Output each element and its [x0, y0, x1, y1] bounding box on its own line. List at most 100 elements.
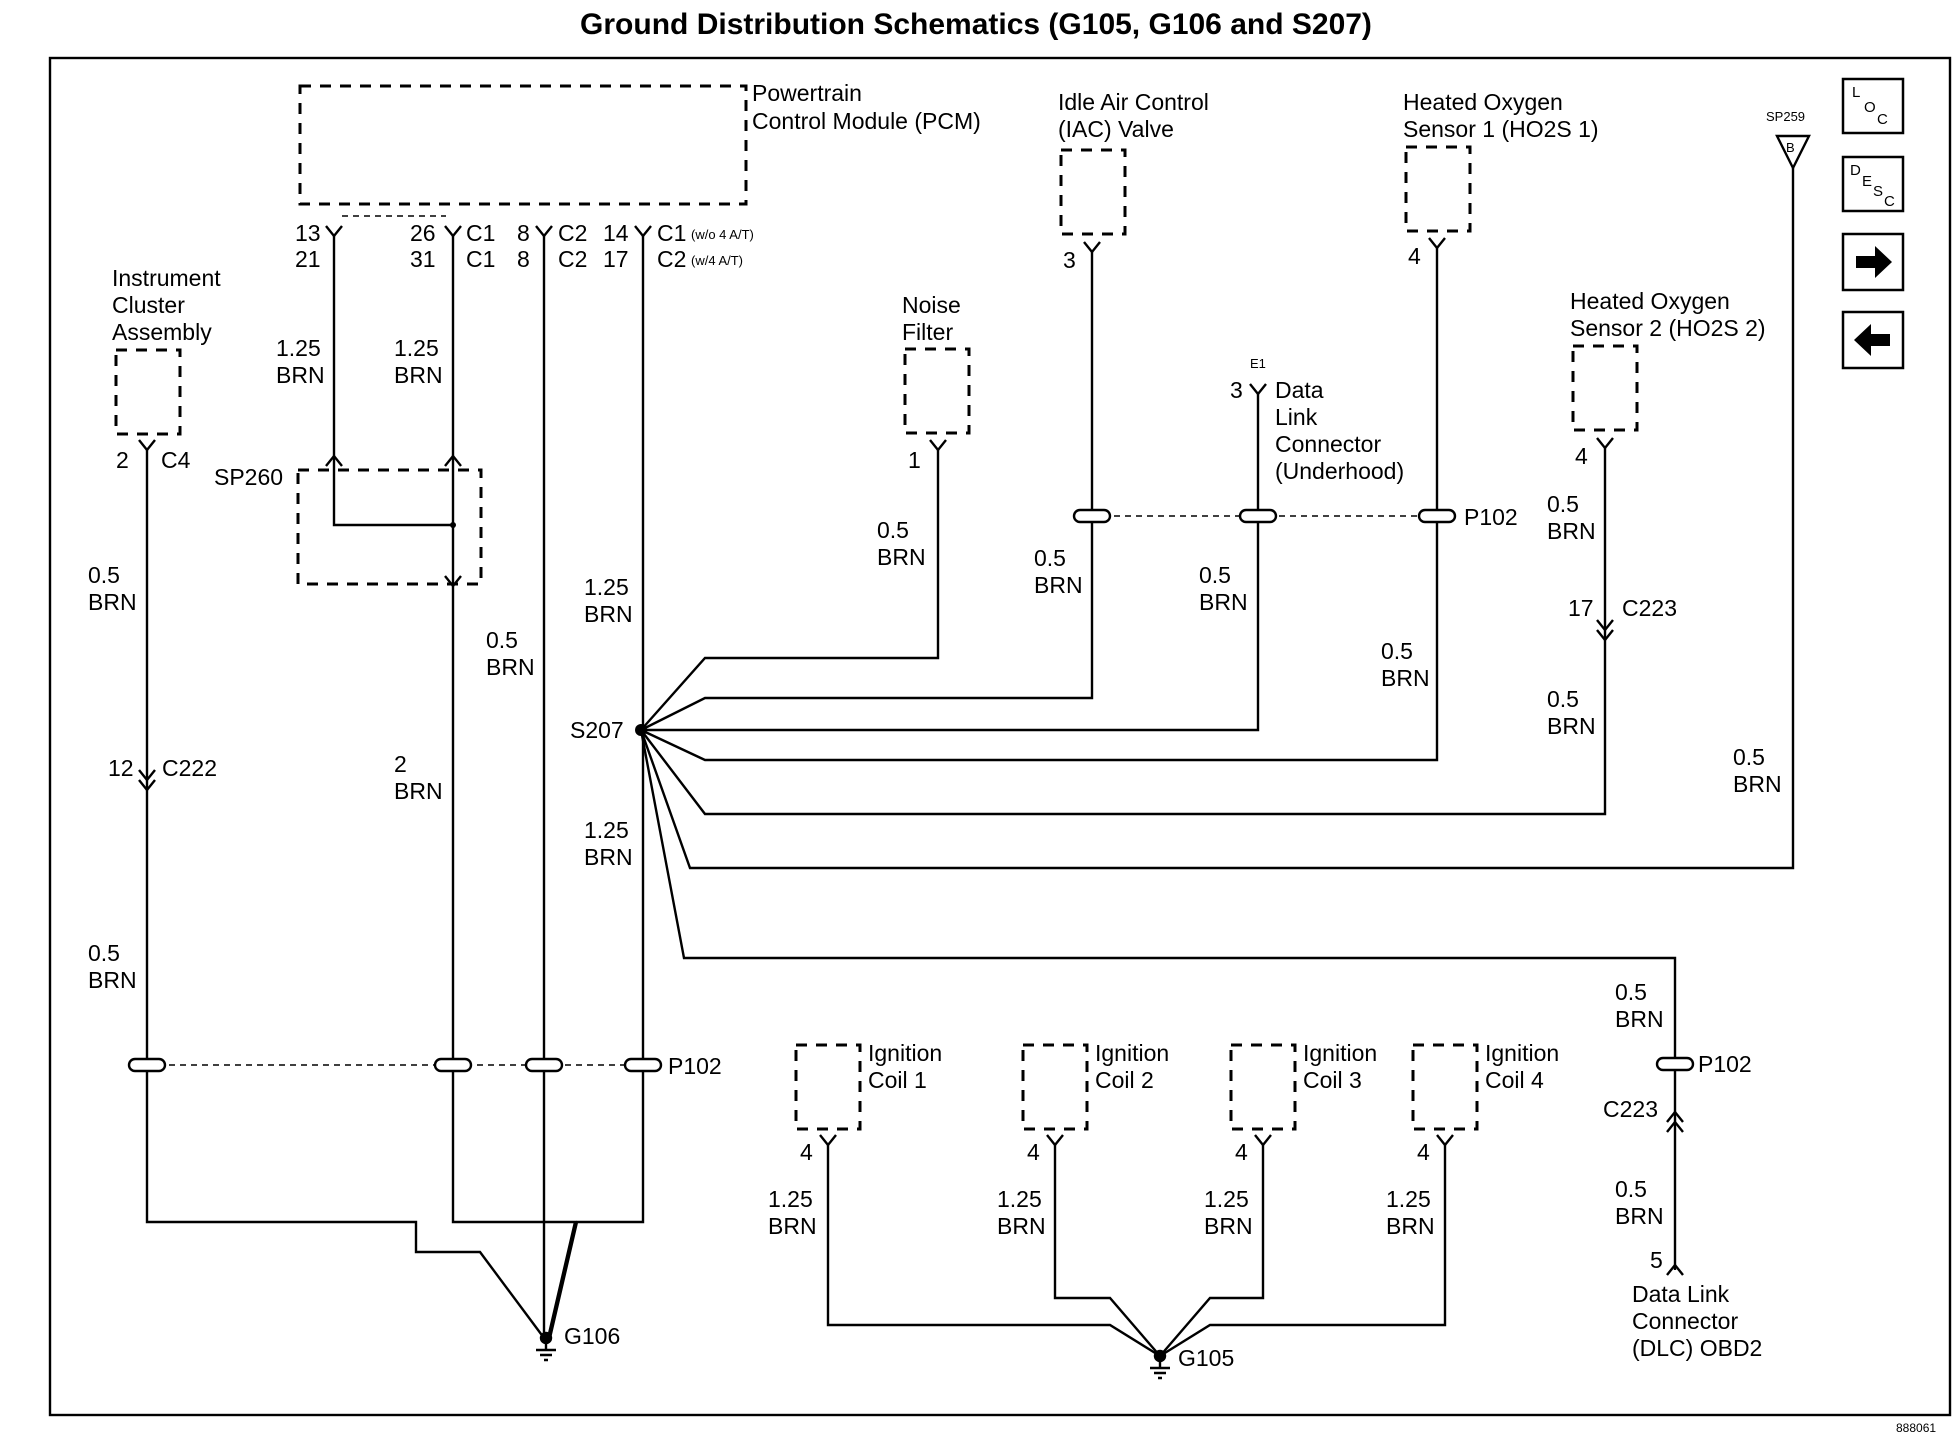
ignition-coil-2-box[interactable]	[1021, 1043, 1089, 1131]
coil4-pin: 4	[1417, 1139, 1430, 1165]
p102-ho2s1	[1417, 508, 1457, 524]
loc-letter-l: L	[1852, 84, 1860, 101]
pcm-conn-c2-b: C2	[558, 246, 587, 272]
color-iac: BRN	[1034, 572, 1083, 598]
iac-label-2: (IAC) Valve	[1058, 116, 1174, 142]
cluster-label-1: Instrument	[112, 265, 221, 291]
p102-dlc-underhood	[1238, 508, 1278, 524]
pcm-pin-17: 17	[603, 246, 629, 272]
gauge-coil4: 1.25	[1386, 1186, 1431, 1212]
wire-coil-1	[826, 1143, 1161, 1358]
noise-filter-box[interactable]	[903, 347, 971, 435]
noise-label-1: Noise	[902, 292, 961, 318]
coil2-label-1: Ignition	[1095, 1040, 1169, 1066]
wire-pcm-14-17	[548, 234, 645, 1339]
iac-pin: 3	[1063, 247, 1076, 273]
ignition-coil-4-box[interactable]	[1411, 1043, 1479, 1131]
gauge-cluster-b: 0.5	[88, 940, 120, 966]
color-coil2: BRN	[997, 1213, 1046, 1239]
gauge-ho2s1: 0.5	[1381, 638, 1413, 664]
location-button[interactable]: L O C	[1841, 77, 1905, 135]
dlc-label-3: (DLC) OBD2	[1632, 1335, 1762, 1361]
iac-label-1: Idle Air Control	[1058, 89, 1209, 115]
color-cluster-b: BRN	[88, 967, 137, 993]
gauge-cluster-a: 0.5	[88, 562, 120, 588]
coil1-label-2: Coil 1	[868, 1067, 927, 1093]
gauge-pcm26: 1.25	[394, 335, 439, 361]
cluster-label-3: Assembly	[112, 319, 212, 345]
ho2s2-box[interactable]	[1571, 344, 1639, 432]
c223-label: C223	[1622, 595, 1677, 621]
p102-label-lower: P102	[668, 1053, 722, 1079]
noise-pin: 1	[908, 447, 921, 473]
gauge-s207-out: 1.25	[584, 817, 629, 843]
dlc-label-1: Data Link	[1632, 1281, 1730, 1307]
dlc-underhood-pin: 3	[1230, 377, 1243, 403]
cluster-pin: 2	[116, 447, 129, 473]
gauge-sp259: 0.5	[1733, 744, 1765, 770]
sp260-label: SP260	[214, 464, 283, 490]
ho2s2-label-2: Sensor 2 (HO2S 2)	[1570, 315, 1766, 341]
coil3-pin: 4	[1235, 1139, 1248, 1165]
g106-ground-icon	[536, 1343, 556, 1362]
terminal-coil-4	[1436, 1134, 1454, 1147]
next-page-button[interactable]	[1841, 232, 1905, 292]
cluster-label-2: Cluster	[112, 292, 185, 318]
instrument-cluster-box[interactable]	[114, 348, 182, 436]
p102-cluster	[127, 1057, 167, 1073]
pcm-pin-8b: 8	[517, 246, 530, 272]
terminal-coil-1	[819, 1134, 837, 1147]
p102-pcm-8	[524, 1057, 564, 1073]
g105-junction	[1153, 1349, 1167, 1363]
s207-label: S207	[570, 717, 624, 743]
coil1-label-1: Ignition	[868, 1040, 942, 1066]
dlc-underhood-label-1: Data	[1275, 377, 1324, 403]
wire-iac	[640, 250, 1094, 732]
pcm-conn-c1-b: C1	[466, 246, 495, 272]
color-pcm14: BRN	[584, 601, 633, 627]
terminal-pcm-26	[444, 225, 462, 238]
wire-coil-2	[1053, 1143, 1161, 1357]
color-ho2s1: BRN	[1381, 665, 1430, 691]
sp259-triangle[interactable]	[1775, 134, 1811, 171]
ho2s1-label-2: Sensor 1 (HO2S 1)	[1403, 116, 1599, 142]
c223-pin: 17	[1568, 595, 1594, 621]
color-coil3: BRN	[1204, 1213, 1253, 1239]
s207-splice-dot[interactable]	[635, 724, 647, 736]
ho2s1-label-1: Heated Oxygen	[1403, 89, 1563, 115]
page-title: Ground Distribution Schematics (G105, G1…	[580, 8, 1372, 41]
wire-pcm-26-31	[451, 234, 577, 1339]
description-button[interactable]: D E S C	[1841, 155, 1905, 213]
color-dlc-a: BRN	[1615, 1006, 1664, 1032]
wire-sp259	[639, 168, 1795, 870]
desc-letter-d: D	[1850, 162, 1861, 179]
desc-letter-e: E	[1862, 173, 1872, 190]
gauge-coil1: 1.25	[768, 1186, 813, 1212]
sp260-box[interactable]	[296, 468, 483, 586]
p102-label-upper: P102	[1464, 504, 1518, 530]
terminal-pcm-8	[535, 225, 553, 238]
iac-valve-box[interactable]	[1059, 148, 1127, 236]
previous-page-button[interactable]	[1841, 310, 1905, 370]
pcm-conn-c2-a: C2	[558, 220, 587, 246]
ho2s2-label-1: Heated Oxygen	[1570, 288, 1730, 314]
pcm-box[interactable]	[298, 84, 748, 206]
wire-noise-filter	[640, 448, 940, 731]
wire-coil-4	[1159, 1143, 1447, 1358]
ignition-coil-3-box[interactable]	[1229, 1043, 1297, 1131]
desc-letter-c: C	[1884, 193, 1895, 210]
loc-letter-c: C	[1877, 111, 1888, 128]
ignition-coil-1-box[interactable]	[794, 1043, 862, 1131]
pcm-conn-c1-a: C1	[466, 220, 495, 246]
dlc-obd2-pin: 5	[1650, 1247, 1663, 1273]
noise-label-2: Filter	[902, 319, 953, 345]
ground-symbols	[536, 1331, 1170, 1380]
ho2s1-box[interactable]	[1404, 145, 1472, 233]
p102-s207	[623, 1057, 663, 1073]
color-s207-out: BRN	[584, 844, 633, 870]
p102-inline-connectors	[127, 508, 1695, 1073]
pcm-pin-26: 26	[410, 220, 436, 246]
gauge-ho2s2-a: 0.5	[1547, 491, 1579, 517]
coil2-pin: 4	[1027, 1139, 1040, 1165]
color-pcm26: BRN	[394, 362, 443, 388]
